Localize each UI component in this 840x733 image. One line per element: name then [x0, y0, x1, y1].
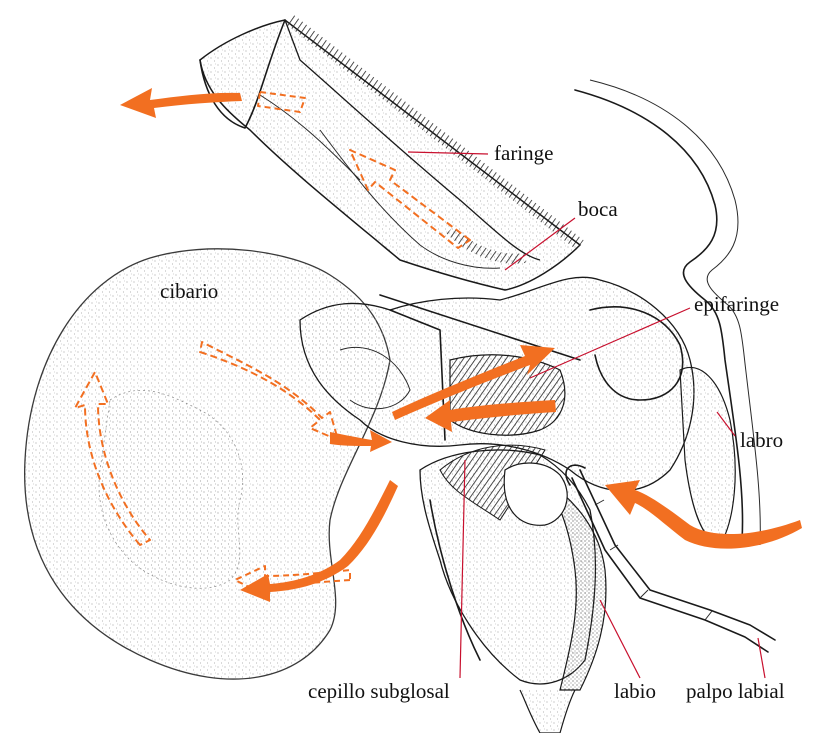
leader-labio: [600, 600, 640, 678]
label-palpo-labial: palpo labial: [686, 679, 785, 703]
label-boca: boca: [578, 197, 618, 221]
label-faringe: faringe: [494, 141, 553, 165]
label-cepillo-subglosal: cepillo subglosal: [308, 679, 450, 703]
leader-palpo: [758, 638, 765, 678]
label-epifaringe: epifaringe: [694, 292, 779, 316]
label-labio: labio: [614, 679, 656, 703]
label-cibario: cibario: [160, 279, 218, 303]
label-labro: labro: [740, 428, 783, 452]
